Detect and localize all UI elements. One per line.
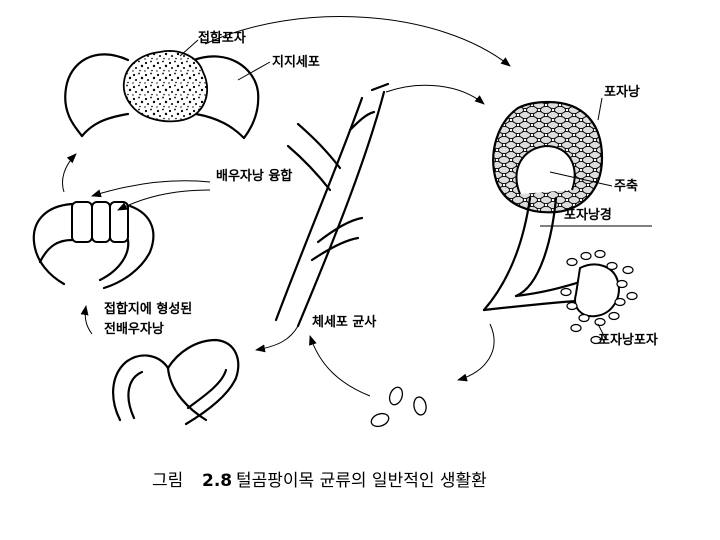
label-progametangia-line1: 접합지에 형성된 <box>104 301 192 317</box>
label-progametangia-line2: 전배우자낭 <box>104 321 164 337</box>
gametangia-fusion-illustration <box>34 202 154 288</box>
label-columella: 주축 <box>614 178 638 194</box>
zygospore-illustration <box>65 40 270 138</box>
label-hyphae: 체세포 균사 <box>312 314 376 330</box>
progametangia-illustration <box>113 340 238 424</box>
figure-caption: 그림 2.8 털곰팡이목 균류의 일반적인 생활환 <box>152 471 487 491</box>
label-zygospore: 접합포자 <box>198 30 246 46</box>
caption-number: 2.8 <box>202 471 232 491</box>
label-sporangium: 포자낭 <box>604 84 640 100</box>
caption-prefix: 그림 <box>152 471 183 491</box>
label-sporangiophore: 포자낭경 <box>564 207 612 223</box>
label-suspensor: 지지세포 <box>272 55 320 70</box>
free-spores <box>369 385 427 428</box>
hyphae-illustration <box>276 84 388 326</box>
caption-text: 털곰팡이목 균류의 일반적인 생활환 <box>236 471 487 491</box>
label-sporangiospore: 포자낭포자 <box>598 332 658 348</box>
label-gametangia-fusion: 배우자낭 융합 <box>216 168 292 184</box>
